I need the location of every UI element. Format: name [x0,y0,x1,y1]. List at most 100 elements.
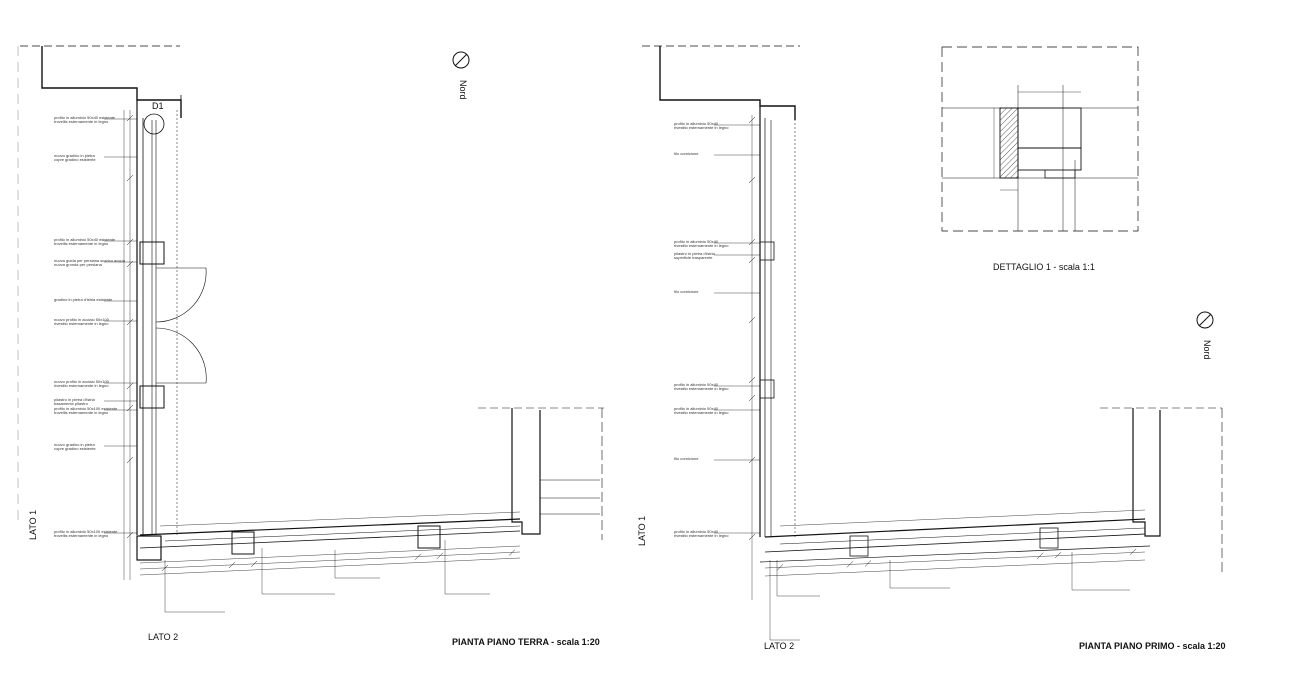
right-tick-6 [748,394,756,402]
right-pillar-middle [759,379,775,399]
north-arrow-left [452,51,470,69]
right-leader-1 [769,560,800,641]
right-pillar-bottom-2 [1039,527,1059,549]
left-h-tick-3 [414,553,422,560]
right-note-6: profilo in alluminio 50x40 rivestito est… [674,406,729,416]
right-bottom-facade-c [779,527,1146,545]
right-note-5: profilo in alluminio 50x40 rivestito est… [674,382,729,392]
left-building-wall [41,46,182,118]
right-leader-3 [889,560,950,589]
left-h-tick-2 [250,560,258,568]
right-note-0: profilo in alluminio 50x40 rivestito est… [674,121,729,131]
right-bottom-facade-d [759,545,1151,563]
right-tick-8 [748,533,756,541]
right-plan-title: PIANTA PIANO PRIMO - scala 1:20 [1079,641,1226,651]
right-leader-4 [1071,552,1130,591]
left-note-10: profilo in alluminio 50x100 esistente tr… [54,529,118,539]
left-note-5: nuovo profilo in acciaio 50x100 rivestit… [54,317,109,327]
left-pillar-middle [139,385,165,409]
left-dim-line-4 [159,511,521,527]
detail-drip [1044,170,1076,179]
left-dim-line-3 [139,557,521,576]
right-lato2-label: LATO 2 [764,641,795,651]
right-pillar-upper [759,241,775,261]
detail-wood-section [999,107,1019,179]
left-plan-title: PIANTA PIANO TERRA - scala 1:20 [452,637,600,647]
right-tick-0 [748,116,756,124]
left-note-7: pilastro in pietra d'istria basamento pi… [54,397,95,407]
right-building-wall [659,46,796,120]
detail-profile-upper [1017,107,1082,149]
left-bottom-facade-b [139,530,521,549]
right-tick-2 [748,238,756,246]
right-leader-2 [776,560,820,597]
left-note-2: profilo in alluminio 50x40 esistente tro… [54,237,116,247]
detail-title: DETTAGLIO 1 - scala 1:1 [993,262,1095,272]
left-dim-line-1 [139,545,521,564]
right-h-tick-4 [1054,551,1062,559]
left-right-wall [511,408,541,535]
dimension-ticks [126,114,1137,572]
left-corner-block [136,535,162,561]
left-bottom-facade-a [139,518,521,536]
left-tick-2 [126,238,134,246]
left-tick-1 [126,174,134,182]
left-door-arc-lower [155,327,207,384]
left-lato2-label: LATO 2 [148,632,179,642]
left-note-6: nuovo profilo in acciaio 50x100 rivestit… [54,379,109,389]
right-note-2: profilo in alluminio 50x40 rivestito est… [674,239,729,249]
left-door-arc-upper [155,267,207,323]
left-tick-7 [126,456,134,464]
right-h-tick-5 [1129,548,1137,555]
detail-circle-d1 [143,113,165,135]
right-tick-4 [748,316,756,324]
right-note-8: profilo in alluminio 50x40 rivestito est… [674,529,729,539]
left-note-8: profilo in alluminio 50x100 esistente tr… [54,406,118,416]
left-note-9: nuovo gradino in pietra copre gradino es… [54,442,96,452]
north-arrow-right [1196,311,1214,329]
left-bottom-facade-c [164,525,521,542]
left-tick-4 [126,318,134,326]
right-h-tick-2 [864,560,872,567]
left-note-3: nuova guida per persiana scarico acqua n… [54,258,125,268]
left-pillar-bottom-1 [231,531,255,555]
right-dim-line-1 [779,509,1146,527]
left-leader-2 [261,548,335,595]
detail-marker: D1 [152,101,164,111]
north-label-right: Nord [1202,340,1212,360]
detail-profile-lower [1017,147,1082,171]
left-h-tick-0 [161,564,169,572]
right-tick-1 [748,176,756,184]
left-tick-0 [126,114,134,122]
right-pillar-bottom-1 [849,535,869,557]
right-dim-line-3 [764,559,1146,577]
right-tick-5 [748,376,756,384]
detail-box [941,46,1139,232]
right-lato1-label: LATO 1 [637,515,647,546]
left-note-1: nuovo gradino in pietra copre gradino es… [54,153,96,163]
right-right-wall [1132,408,1161,537]
north-label-left: Nord [458,80,468,100]
left-tick-5 [126,382,134,390]
left-note-4: gradino in pietra d'istria esistente [54,297,113,302]
right-note-3: pilastro in pietra d'istria superficie t… [674,251,715,261]
right-note-1: filo cornicione [674,151,699,156]
right-bottom-facade-b [764,533,1146,553]
right-note-4: filo cornicione [674,289,699,294]
right-h-tick-0 [776,564,784,571]
left-leader-4 [334,550,380,579]
right-tick-3 [748,256,756,264]
right-h-tick-1 [846,561,854,568]
right-h-tick-3 [1036,552,1044,560]
right-note-7: filo cornicione [674,456,699,461]
right-dim-line-2 [764,551,1146,569]
left-dim-line-2 [139,551,521,570]
left-h-tick-5 [508,549,516,556]
left-pillar-bottom-2 [417,525,441,549]
left-h-tick-4 [436,552,444,559]
left-note-0: profilo in alluminio 50x40 esistente tro… [54,115,116,125]
left-leader-3 [444,540,490,595]
left-h-tick-1 [228,561,236,569]
